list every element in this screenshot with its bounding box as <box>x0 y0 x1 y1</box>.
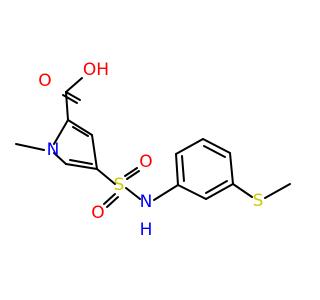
bond-s-o-bottom-2 <box>106 196 119 208</box>
atom-labels: OH O N S O O N H S <box>38 60 263 240</box>
bond-c2-c3 <box>67 119 93 136</box>
bond-s-nh <box>125 187 141 200</box>
bond-s-methyl <box>264 183 291 199</box>
bond-ring-s <box>232 183 253 198</box>
bond-ring-1-inner <box>181 155 185 182</box>
bond-carboxyl-oh <box>65 77 83 93</box>
sulfonyl-sulfur-label: S <box>114 175 125 195</box>
bond-c3-c4 <box>91 134 98 170</box>
bond-carboxyl-co-1 <box>65 91 81 101</box>
bond-c4-c5-inner <box>69 159 93 165</box>
bond-ring-4 <box>229 152 234 185</box>
bond-s-o-bottom-1 <box>103 193 116 205</box>
carboxyl-hydroxyl-label: OH <box>83 60 109 80</box>
amide-hydrogen-label: H <box>140 220 153 240</box>
bond-ring-2 <box>175 138 204 155</box>
bond-c5-n1 <box>53 152 67 165</box>
bond-c2-c3-inner <box>72 126 89 137</box>
pyrrole-nitrogen-label: N <box>47 140 60 160</box>
bond-ring-5-inner <box>205 180 228 194</box>
thioether-sulfur-label: S <box>253 191 264 211</box>
bond-ring-5 <box>205 183 234 200</box>
sulfonyl-oxygen-top-label: O <box>139 152 152 172</box>
amide-nitrogen-label: N <box>140 192 153 212</box>
bond-ring-3 <box>202 138 231 154</box>
bond-n1-methyl <box>15 143 45 151</box>
molecule-diagram: OH O N S O O N H S <box>15 60 291 240</box>
bond-ring-1 <box>175 153 179 186</box>
bonds <box>15 77 291 208</box>
bond-n1-c2 <box>53 119 69 145</box>
bond-c4-s <box>96 168 116 185</box>
bond-s-o-top-1 <box>124 167 138 177</box>
sulfonyl-oxygen-bottom-label: O <box>91 203 104 223</box>
bond-c4-c5 <box>65 163 98 170</box>
bond-nh-ring <box>153 184 179 201</box>
carboxyl-oxygen-label: O <box>38 71 51 91</box>
bond-s-o-top-2 <box>126 170 140 180</box>
bond-carboxyl-ring <box>65 91 69 121</box>
bond-ring-6 <box>177 184 207 200</box>
molecule-structure: OH O N S O O N H S <box>15 60 291 240</box>
bond-ring-3-inner <box>203 145 226 158</box>
